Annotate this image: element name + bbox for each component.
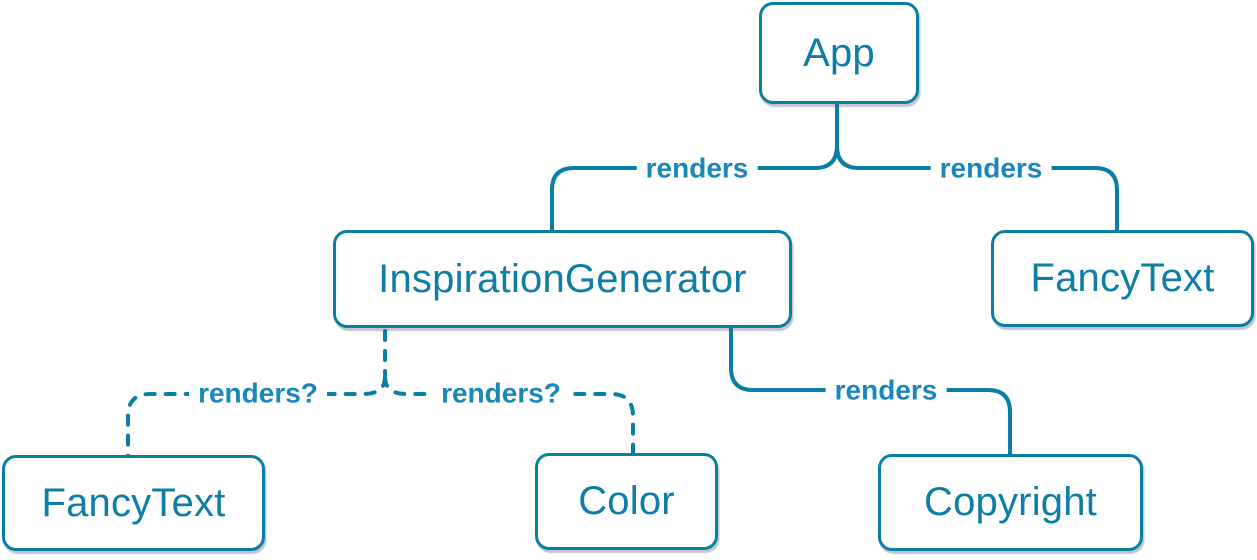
- edge-label-renders-conditional-fancytext: renders?: [189, 378, 327, 410]
- node-copyright-label: Copyright: [924, 480, 1097, 524]
- node-app: App: [759, 2, 919, 104]
- edge-label-renders-app-inspirationgenerator: renders: [636, 153, 758, 185]
- node-inspirationgenerator: InspirationGenerator: [333, 230, 792, 328]
- edge-inspirationgenerator-to-fancytext-conditional: [126, 375, 387, 458]
- edge-label-renders-conditional-color: renders?: [432, 378, 570, 410]
- edge-label-renders-app-fancytext: renders: [930, 153, 1052, 185]
- node-fancytext-top: FancyText: [991, 230, 1254, 327]
- node-inspirationgenerator-label: InspirationGenerator: [378, 256, 747, 301]
- node-fancytext-bottom-label: FancyText: [41, 480, 226, 525]
- node-copyright: Copyright: [878, 454, 1143, 551]
- node-color-label: Color: [578, 479, 675, 523]
- node-color: Color: [535, 453, 718, 550]
- node-fancytext-top-label: FancyText: [1030, 256, 1215, 300]
- node-app-label: App: [803, 30, 875, 75]
- edge-inspirationgenerator-to-color-conditional: [383, 375, 635, 456]
- node-fancytext-bottom: FancyText: [2, 455, 265, 551]
- edge-label-renders-inspirationgenerator-copyright: renders: [825, 375, 947, 407]
